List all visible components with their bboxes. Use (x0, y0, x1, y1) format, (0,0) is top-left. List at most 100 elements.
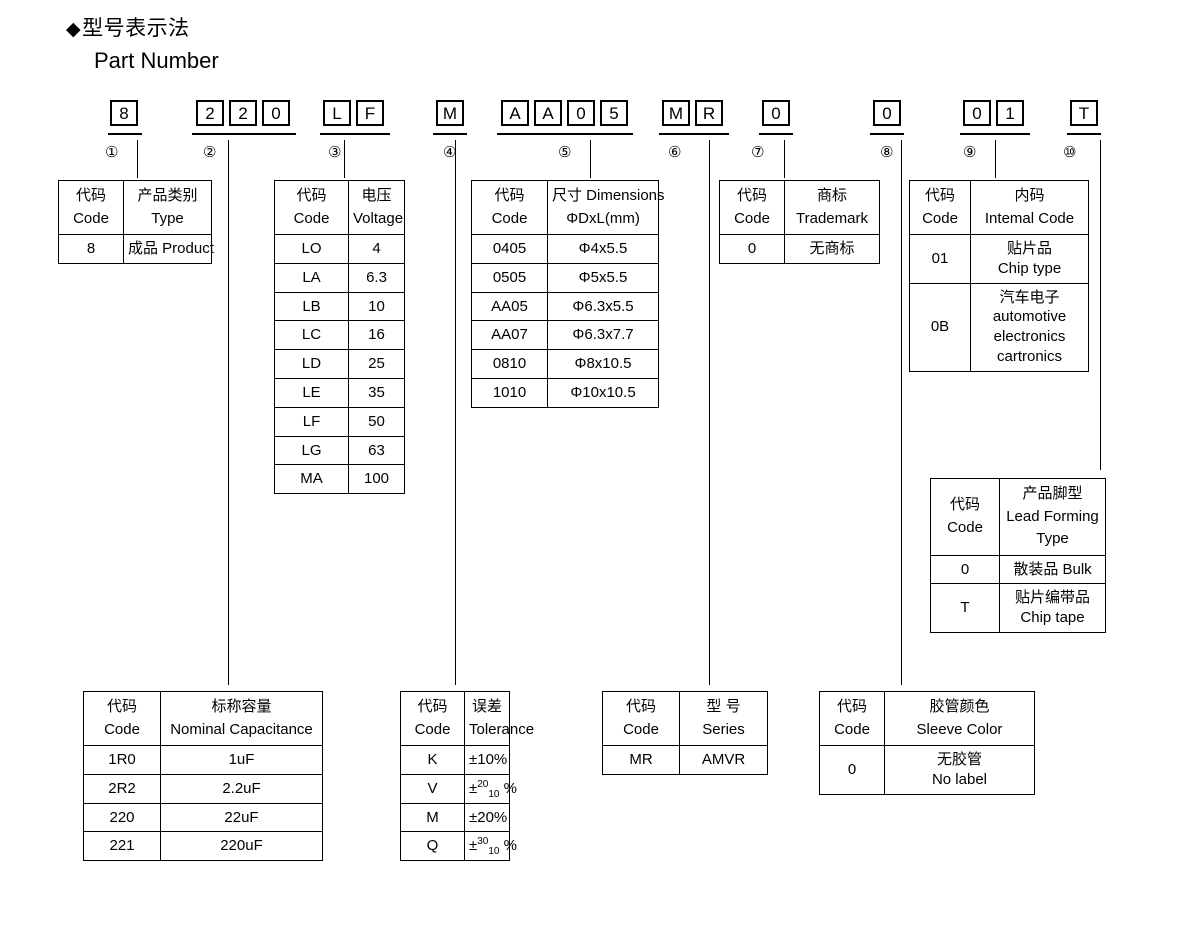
table-row: 代码 Code 胶管颜色 Sleeve Color (819, 691, 1035, 746)
row-code: LA (274, 262, 349, 293)
header-code-cn: 代码 (106, 698, 137, 715)
row-value: 100 (348, 464, 405, 495)
header-code-en: Code (414, 720, 451, 738)
row-value: 贴片品 Chip type (970, 234, 1089, 284)
header-code-cell: 代码 Code (471, 180, 548, 235)
header-value-en2: Type (1036, 530, 1069, 547)
row-value: ±3010 % (464, 831, 517, 862)
row-value: Φ8x10.5 (547, 349, 659, 379)
header-code-cn: 代码 (75, 187, 106, 204)
code-char-3-2: F (356, 100, 384, 126)
header-value-en: Trademark (796, 209, 868, 227)
table-row: 0 散装品 Bulk (930, 554, 1106, 585)
marker-bar-7 (759, 133, 793, 135)
header-code-cell: 代码 Code (274, 180, 349, 235)
table-lead-forming-type: 代码 Code 产品脚型 Lead Forming Type 0 散装品 Bul… (930, 478, 1106, 633)
table-row: 代码 Code 产品类别 Type (58, 180, 212, 235)
leader-line-3 (344, 140, 345, 178)
row-code: MA (274, 464, 349, 495)
table-row: 代码 Code 电压 Voltage (274, 180, 405, 235)
leader-line-6 (709, 140, 710, 685)
marker-number-5: ⑤ (558, 144, 572, 161)
row-code: 0 (819, 745, 885, 795)
row-value-line2: Chip tape (1020, 609, 1085, 627)
code-char-5-4: 5 (600, 100, 628, 126)
header-value-cell: 误差 Tolerance (464, 691, 534, 746)
header-code-en: Code (947, 518, 983, 536)
marker-bar-9 (960, 133, 1030, 135)
table-row: 代码 Code 误差 Tolerance (400, 691, 534, 746)
code-char-5-2: A (534, 100, 562, 126)
header-code-en: Code (734, 209, 770, 227)
row-code: 8 (58, 234, 124, 264)
row-value-line1: 汽车电子 (999, 288, 1060, 306)
row-value: Φ6.3x5.5 (547, 291, 659, 322)
header-value-en: ΦDxL(mm) (566, 209, 640, 227)
row-code: 1010 (471, 377, 548, 408)
header-code-cell: 代码 Code (719, 180, 785, 235)
row-value: 6.3 (348, 262, 405, 293)
row-value: 25 (348, 349, 405, 379)
row-value: 4 (348, 234, 405, 264)
header-value-en: Intemal Code (984, 209, 1075, 227)
row-code: AA05 (471, 291, 548, 322)
table-row: 8 成品 Product (58, 234, 214, 264)
row-code: K (400, 745, 465, 775)
row-code: V (400, 773, 465, 804)
header-value-en: Sleeve Color (916, 720, 1003, 738)
header-code-cell: 代码 Code (602, 691, 680, 746)
code-char-5-3: 0 (567, 100, 595, 126)
header-code-cell: 代码 Code (819, 691, 885, 746)
header-code-cn: 代码 (296, 187, 327, 204)
row-value: 50 (348, 406, 405, 437)
row-value: 220uF (160, 831, 323, 862)
header-code-cn: 代码 (924, 187, 955, 204)
row-value: 无商标 (784, 234, 880, 264)
marker-bar-5 (497, 133, 633, 135)
marker-number-8: ⑧ (880, 144, 894, 161)
table-row: V ±2010 % (400, 773, 517, 804)
leader-line-4 (455, 140, 456, 685)
row-value: 散装品 Bulk (999, 554, 1106, 585)
table-product-type: 代码 Code 产品类别 Type 8 成品 Product (58, 180, 214, 264)
table-internal-code: 代码 Code 内码 Intemal Code 01 贴片品 Chip type… (909, 180, 1089, 372)
tolerance-sub: 10 (488, 788, 500, 800)
table-row: Q ±3010 % (400, 831, 517, 862)
code-char-10-1: T (1070, 100, 1098, 126)
marker-number-7: ⑦ (751, 144, 765, 161)
leader-line-9 (995, 140, 996, 178)
row-value: 10 (348, 291, 405, 322)
row-code: 01 (909, 234, 971, 284)
row-value: 35 (348, 377, 405, 408)
row-code: LE (274, 377, 349, 408)
header-code-en: Code (293, 209, 330, 227)
row-value: 1uF (160, 745, 323, 775)
row-code: LD (274, 349, 349, 379)
header-value-cn: 误差 (471, 698, 502, 715)
header-code-cn: 代码 (736, 187, 767, 204)
tolerance-sup: 20 (477, 778, 489, 790)
leader-line-8 (901, 140, 902, 685)
marker-number-3: ③ (328, 144, 342, 161)
marker-bar-1 (108, 133, 142, 135)
row-code: M (400, 802, 465, 833)
table-row: 代码 Code 尺寸 Dimensions ΦDxL(mm) (471, 180, 665, 235)
header-value-en: Series (702, 720, 745, 738)
header-code-en: Code (623, 720, 659, 738)
header-value-cell: 尺寸 Dimensions ΦDxL(mm) (547, 180, 665, 235)
tolerance-sub: 10 (488, 846, 500, 858)
header-code-cell: 代码 Code (930, 478, 1000, 556)
row-value: AMVR (679, 745, 768, 775)
table-trademark: 代码 Code 商标 Trademark 0 无商标 (719, 180, 880, 264)
row-code: 221 (83, 831, 161, 862)
marker-number-2: ② (203, 144, 217, 161)
